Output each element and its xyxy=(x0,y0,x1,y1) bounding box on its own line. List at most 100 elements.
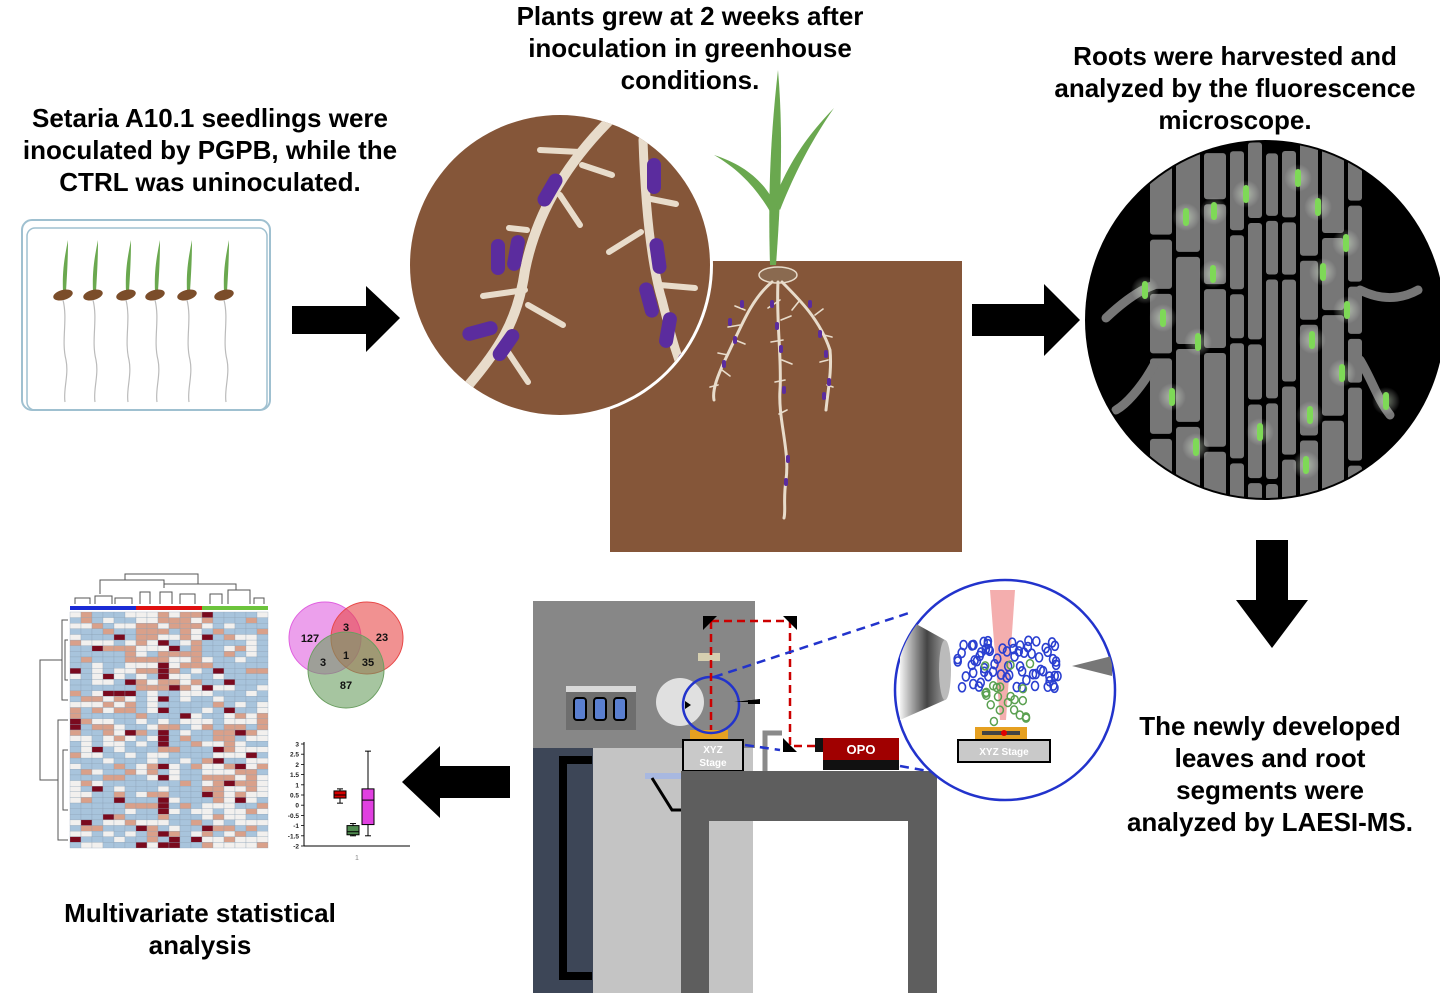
ion-droplet xyxy=(1007,637,1017,648)
heatmap-cell xyxy=(124,679,137,686)
heatmap-cell xyxy=(245,814,258,821)
heatmap-cell xyxy=(212,797,225,804)
seedling-leaf xyxy=(125,240,131,292)
heatmap-cell xyxy=(80,673,93,680)
heatmap-cell xyxy=(135,712,148,719)
heatmap-cell xyxy=(102,735,115,742)
heatmap-cell xyxy=(102,814,115,821)
heatmap-cell xyxy=(212,786,225,792)
ablated-droplet xyxy=(1018,695,1028,706)
heatmap-cell xyxy=(113,746,126,753)
heatmap-cell xyxy=(245,836,258,843)
heatmap-cell xyxy=(113,797,126,804)
heatmap-cell xyxy=(135,757,148,764)
heatmap-cell xyxy=(201,735,214,742)
heatmap-cell xyxy=(91,757,104,764)
heatmap-cell xyxy=(80,668,93,674)
heatmap-cell xyxy=(80,797,93,804)
heatmap-cell xyxy=(69,651,82,658)
heatmap-cell xyxy=(69,825,82,832)
heatmap-cell xyxy=(179,701,192,708)
heatmap-cell xyxy=(157,611,170,618)
heatmap-cell xyxy=(179,684,192,691)
heatmap-cell xyxy=(157,780,170,787)
heatmap-cell xyxy=(234,802,247,809)
heatmap-cell xyxy=(91,707,104,714)
heatmap-cell xyxy=(135,786,148,792)
seed xyxy=(214,289,234,301)
heatmap-cell xyxy=(212,645,225,652)
heatmap-cell xyxy=(212,707,225,714)
heatmap-cell xyxy=(201,617,214,624)
heatmap-cell xyxy=(179,696,192,703)
heatmap-cell xyxy=(157,617,170,624)
heatmap-cell xyxy=(80,774,93,781)
heatmap-cell xyxy=(91,679,104,686)
step1-caption-line: CTRL was uninoculated. xyxy=(59,167,361,197)
ion-droplet xyxy=(985,645,995,657)
stage-label-line2: Stage xyxy=(699,758,727,769)
heatmap-cell xyxy=(102,830,115,837)
heatmap-cell xyxy=(190,814,203,821)
heatmap-cell xyxy=(201,729,214,736)
heatmap-cell xyxy=(124,718,137,725)
heatmap-cell xyxy=(80,617,93,624)
heatmap-cell xyxy=(69,830,82,837)
heatmap-cell xyxy=(256,696,269,703)
heatmap-cell xyxy=(245,735,258,742)
ion-droplet xyxy=(1024,635,1033,647)
heatmap-cell xyxy=(256,662,269,669)
heatmap-cell xyxy=(124,611,137,618)
heatmap-cell xyxy=(245,617,258,624)
heatmap-cell xyxy=(179,617,192,624)
heatmap-cell xyxy=(168,825,181,832)
heatmap-cell xyxy=(69,684,82,691)
heatmap-cell xyxy=(256,639,269,646)
heatmap-cell xyxy=(113,690,126,697)
heatmap-cell xyxy=(168,735,181,742)
heatmap-cell xyxy=(69,763,82,770)
fluorescent-bacterium xyxy=(1343,234,1349,252)
heatmap-cell xyxy=(201,634,214,641)
step5-caption-line: analysis xyxy=(148,930,252,960)
heatmap-cell xyxy=(124,639,137,646)
heatmap-cell xyxy=(179,673,192,680)
ablated-droplet xyxy=(995,705,1005,715)
ion-droplet xyxy=(1014,646,1024,657)
heatmap-cell xyxy=(146,825,159,832)
heatmap-cell xyxy=(168,617,181,624)
heatmap-cell xyxy=(135,808,148,815)
laesi-ms-instrument: XYZ Stage OPO xyxy=(533,601,951,993)
heatmap-cell xyxy=(102,679,115,686)
heatmap-cell xyxy=(256,712,269,719)
heatmap-cell xyxy=(80,769,93,776)
heatmap-cell xyxy=(201,808,214,815)
heatmap-cell xyxy=(102,611,115,618)
heatmap-cell xyxy=(245,769,258,776)
ion-droplet xyxy=(1015,640,1025,651)
box-green xyxy=(346,823,360,837)
heatmap-cell xyxy=(157,836,170,843)
heatmap-cell xyxy=(245,774,258,781)
heatmap-cell xyxy=(102,668,115,674)
mirror-icon xyxy=(703,616,717,630)
venn-label-red-only: 23 xyxy=(376,632,388,644)
heatmap-cell xyxy=(201,836,214,843)
ablated-droplet xyxy=(989,716,999,727)
heatmap-cell xyxy=(102,718,115,725)
root-cell xyxy=(1230,463,1244,498)
heatmap-cell xyxy=(135,718,148,725)
heatmap-cell xyxy=(234,780,247,787)
heatmap-cell xyxy=(157,668,170,674)
heatmap-cell xyxy=(212,718,225,725)
ion-droplet xyxy=(998,643,1007,654)
heatmap-cell xyxy=(91,639,104,646)
heatmap-cell xyxy=(157,662,170,669)
heatmap-cell xyxy=(80,825,93,832)
heatmap-cell xyxy=(168,611,181,618)
ion-droplet xyxy=(1047,637,1057,648)
y-tick-label: 2.5 xyxy=(290,752,299,759)
heatmap-cell xyxy=(113,830,126,837)
heatmap-cell xyxy=(168,628,181,635)
heatmap-cell xyxy=(102,763,115,770)
